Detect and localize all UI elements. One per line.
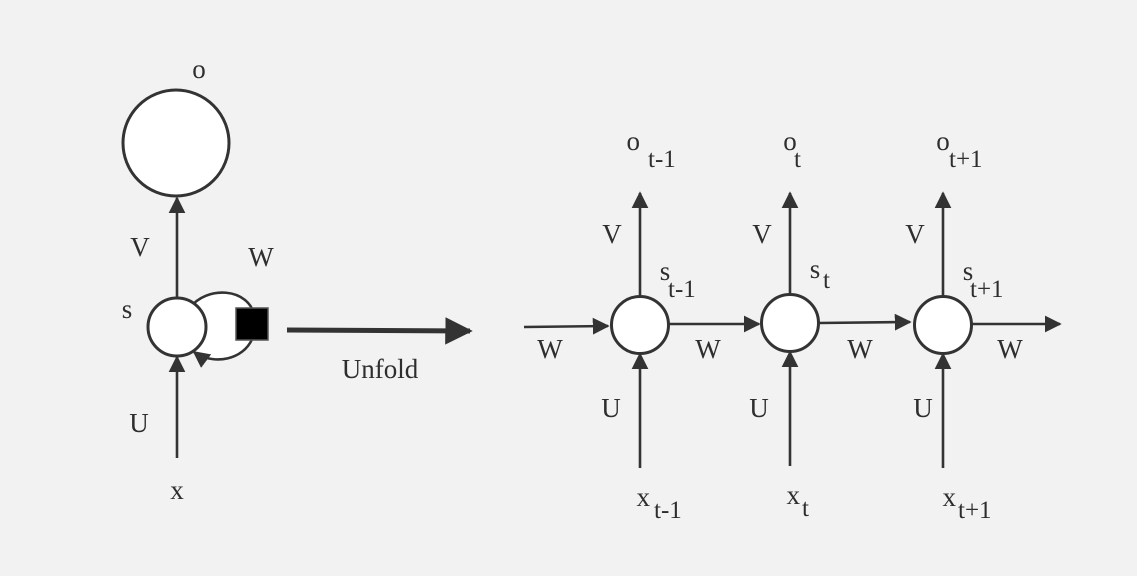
input-sub-t-minus-1: t-1 bbox=[654, 497, 682, 524]
folded-v-label: V bbox=[130, 232, 150, 262]
unfolded-w-in-arrow bbox=[523, 317, 610, 335]
u-label-t-plus-1: U bbox=[913, 393, 933, 423]
unfolded-w-in-label: W bbox=[537, 334, 563, 364]
folded-output-node bbox=[121, 88, 231, 198]
delay-square-icon bbox=[235, 307, 269, 341]
state-sub-t-plus-1: t+1 bbox=[970, 276, 1004, 303]
state-sub-t: t bbox=[823, 267, 830, 294]
output-label-t-plus-1: o bbox=[936, 126, 950, 156]
output-label-t-minus-1: o bbox=[627, 126, 641, 156]
unfold-label: Unfold bbox=[342, 354, 419, 384]
folded-network: o V s W U x bbox=[121, 54, 274, 505]
folded-u-label: U bbox=[129, 408, 149, 438]
unfold-arrow bbox=[286, 317, 473, 345]
folded-state-node bbox=[146, 296, 208, 358]
input-sub-t: t bbox=[802, 495, 809, 522]
state-node-t-minus-1 bbox=[610, 295, 670, 355]
state-sub-t-minus-1: t-1 bbox=[668, 276, 696, 303]
v-label-t: V bbox=[752, 219, 772, 249]
state-label-t-plus-1: s bbox=[963, 256, 974, 286]
w-label-t-plus-1: W bbox=[997, 334, 1023, 364]
u-label-t-minus-1: U bbox=[601, 393, 621, 423]
state-node-t-plus-1 bbox=[913, 295, 973, 355]
v-label-t-minus-1: V bbox=[602, 219, 622, 249]
output-sub-t-minus-1: t-1 bbox=[648, 146, 676, 173]
output-label-t: o bbox=[783, 126, 797, 156]
u-label-t: U bbox=[749, 393, 769, 423]
input-label-t: x bbox=[787, 480, 801, 510]
folded-state-label: s bbox=[122, 294, 133, 324]
time-step-t: o t V s t W U x t bbox=[749, 126, 912, 522]
state-node-t bbox=[760, 293, 820, 353]
input-label-t-plus-1: x bbox=[943, 482, 957, 512]
w-arrow-t bbox=[818, 313, 912, 331]
unfold-transition: Unfold bbox=[286, 317, 473, 384]
time-step-t-plus-1: o t+1 V s t+1 W U x t+1 bbox=[905, 126, 1062, 524]
v-label-t-plus-1: V bbox=[905, 219, 925, 249]
folded-output-label: o bbox=[192, 54, 206, 84]
output-sub-t-plus-1: t+1 bbox=[949, 146, 983, 173]
folded-w-label: W bbox=[248, 242, 274, 272]
state-label-t: s bbox=[810, 254, 821, 284]
state-label-t-minus-1: s bbox=[660, 256, 671, 286]
unfolded-network: W o t-1 V s t-1 W U x t-1 o t bbox=[523, 126, 1062, 524]
folded-input-label: x bbox=[170, 475, 184, 505]
w-label-t-minus-1: W bbox=[695, 334, 721, 364]
w-label-t: W bbox=[847, 334, 873, 364]
output-sub-t: t bbox=[794, 146, 801, 173]
input-sub-t-plus-1: t+1 bbox=[958, 497, 992, 524]
time-step-t-minus-1: o t-1 V s t-1 W U x t-1 bbox=[601, 126, 761, 524]
input-label-t-minus-1: x bbox=[637, 482, 651, 512]
